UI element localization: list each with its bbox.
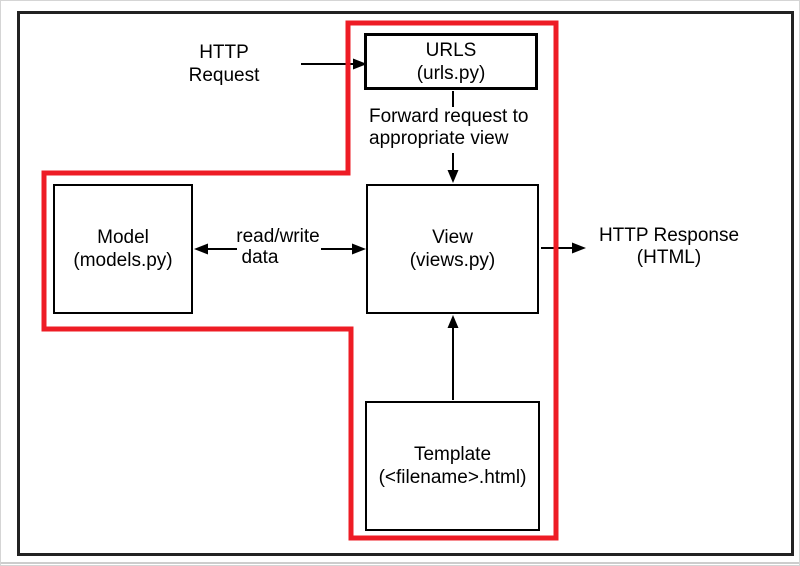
forward-request-label-line2: appropriate view <box>369 128 509 149</box>
view-node-subtitle: (views.py) <box>409 250 496 271</box>
urls-node: URLS (urls.py) <box>364 33 538 90</box>
model-node: Model (models.py) <box>53 184 193 314</box>
view-node-title: View <box>432 227 473 248</box>
forward-request-label: Forward request to appropriate view <box>369 106 528 150</box>
model-node-title: Model <box>97 227 149 248</box>
diagram-outer-frame <box>17 11 794 556</box>
urls-node-subtitle: (urls.py) <box>416 62 486 84</box>
http-response-label-line2: (HTML) <box>636 247 702 268</box>
read-write-label-line1: read/write <box>236 226 320 247</box>
model-node-subtitle: (models.py) <box>73 250 173 271</box>
urls-node-title: URLS <box>425 39 477 61</box>
read-write-label-line2: data <box>241 247 279 268</box>
forward-request-label-line1: Forward request to <box>369 106 529 127</box>
template-node-title: Template <box>413 444 492 465</box>
http-request-label: HTTP Request <box>151 41 297 87</box>
view-node: View (views.py) <box>366 184 539 314</box>
template-node-subtitle: (<filename>.html) <box>378 467 527 488</box>
bottom-edge-line <box>1 562 799 564</box>
http-request-label-line1: HTTP <box>199 42 249 63</box>
http-response-label: HTTP Response (HTML) <box>595 225 743 269</box>
http-request-label-line2: Request <box>188 65 260 86</box>
http-response-label-line1: HTTP Response <box>598 225 740 246</box>
template-node: Template (<filename>.html) <box>365 401 540 531</box>
